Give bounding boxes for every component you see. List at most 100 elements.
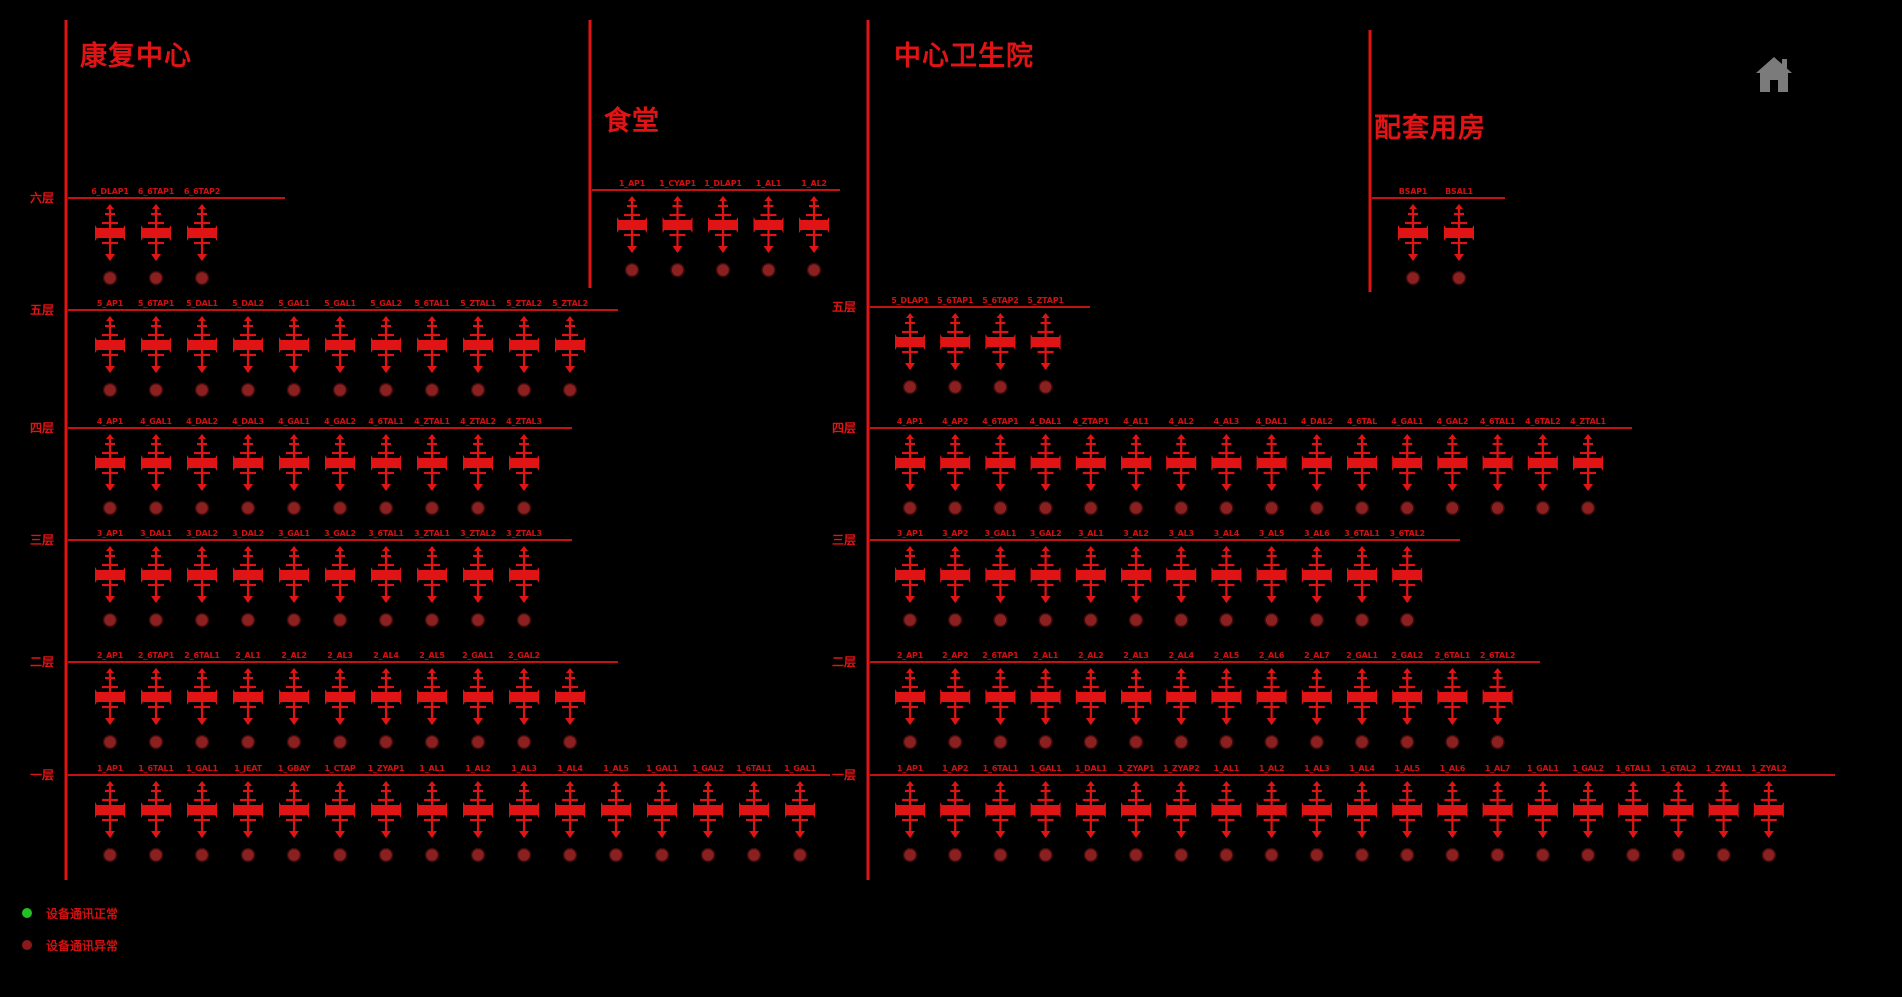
device-status-indicator[interactable] <box>1445 734 1460 750</box>
device-status-indicator[interactable] <box>378 612 394 628</box>
device-status-indicator[interactable] <box>1083 612 1099 628</box>
device-status-indicator[interactable] <box>1354 734 1370 750</box>
device-status-indicator[interactable] <box>792 847 808 863</box>
device-status-indicator[interactable] <box>1445 847 1460 863</box>
device-status-indicator[interactable] <box>1354 612 1370 628</box>
device-status-indicator[interactable] <box>1038 612 1053 628</box>
device-status-indicator[interactable] <box>1173 500 1189 516</box>
device-status-indicator[interactable] <box>670 262 685 278</box>
device-status-indicator[interactable] <box>1038 734 1053 750</box>
device-status-indicator[interactable] <box>470 847 486 863</box>
device-status-indicator[interactable] <box>332 500 348 516</box>
device-status-indicator[interactable] <box>1083 734 1099 750</box>
device-status-indicator[interactable] <box>516 847 532 863</box>
device-status-indicator[interactable] <box>332 847 348 863</box>
device-status-indicator[interactable] <box>286 612 302 628</box>
device-status-indicator[interactable] <box>378 500 394 516</box>
device-status-indicator[interactable] <box>947 612 963 628</box>
device-status-indicator[interactable] <box>1128 500 1144 516</box>
device-status-indicator[interactable] <box>516 612 532 628</box>
device-status-indicator[interactable] <box>1219 847 1234 863</box>
device-status-indicator[interactable] <box>148 734 164 750</box>
device-status-indicator[interactable] <box>1490 500 1505 516</box>
device-status-indicator[interactable] <box>240 734 256 750</box>
device-status-indicator[interactable] <box>102 612 118 628</box>
device-status-indicator[interactable] <box>1083 847 1099 863</box>
device-status-indicator[interactable] <box>1580 500 1596 516</box>
device-status-indicator[interactable] <box>194 847 210 863</box>
device-status-indicator[interactable] <box>993 734 1008 750</box>
device-status-indicator[interactable] <box>1128 612 1144 628</box>
device-status-indicator[interactable] <box>516 734 532 750</box>
device-status-indicator[interactable] <box>993 612 1008 628</box>
device-status-indicator[interactable] <box>102 270 118 286</box>
device-status-indicator[interactable] <box>902 847 918 863</box>
device-status-indicator[interactable] <box>1128 734 1144 750</box>
device-status-indicator[interactable] <box>194 382 210 398</box>
device-status-indicator[interactable] <box>332 612 348 628</box>
device-status-indicator[interactable] <box>1535 500 1551 516</box>
device-status-indicator[interactable] <box>286 847 302 863</box>
device-status-indicator[interactable] <box>1399 847 1415 863</box>
device-status-indicator[interactable] <box>424 612 440 628</box>
device-status-indicator[interactable] <box>562 734 578 750</box>
device-status-indicator[interactable] <box>1625 847 1641 863</box>
device-status-indicator[interactable] <box>148 270 164 286</box>
device-status-indicator[interactable] <box>194 270 210 286</box>
device-status-indicator[interactable] <box>1173 612 1189 628</box>
device-status-indicator[interactable] <box>332 734 348 750</box>
device-status-indicator[interactable] <box>148 847 164 863</box>
device-status-indicator[interactable] <box>902 612 918 628</box>
device-status-indicator[interactable] <box>1761 847 1777 863</box>
device-status-indicator[interactable] <box>148 500 164 516</box>
device-status-indicator[interactable] <box>424 382 440 398</box>
device-status-indicator[interactable] <box>424 734 440 750</box>
device-status-indicator[interactable] <box>1490 847 1505 863</box>
device-status-indicator[interactable] <box>1219 734 1234 750</box>
device-status-indicator[interactable] <box>240 500 256 516</box>
device-status-indicator[interactable] <box>993 847 1008 863</box>
device-status-indicator[interactable] <box>1219 500 1234 516</box>
device-status-indicator[interactable] <box>562 382 578 398</box>
device-status-indicator[interactable] <box>1399 734 1415 750</box>
device-status-indicator[interactable] <box>470 382 486 398</box>
device-status-indicator[interactable] <box>286 382 302 398</box>
device-status-indicator[interactable] <box>1716 847 1731 863</box>
device-status-indicator[interactable] <box>902 379 918 395</box>
device-status-indicator[interactable] <box>102 734 118 750</box>
device-status-indicator[interactable] <box>1399 500 1415 516</box>
device-status-indicator[interactable] <box>1309 612 1325 628</box>
device-status-indicator[interactable] <box>1264 847 1279 863</box>
device-status-indicator[interactable] <box>1264 500 1279 516</box>
device-status-indicator[interactable] <box>624 262 640 278</box>
device-status-indicator[interactable] <box>286 500 302 516</box>
device-status-indicator[interactable] <box>947 500 963 516</box>
device-status-indicator[interactable] <box>902 500 918 516</box>
device-status-indicator[interactable] <box>806 262 822 278</box>
device-status-indicator[interactable] <box>240 847 256 863</box>
device-status-indicator[interactable] <box>947 379 963 395</box>
device-status-indicator[interactable] <box>1451 270 1467 286</box>
device-status-indicator[interactable] <box>1580 847 1596 863</box>
device-status-indicator[interactable] <box>1264 734 1279 750</box>
device-status-indicator[interactable] <box>102 382 118 398</box>
device-status-indicator[interactable] <box>240 612 256 628</box>
device-status-indicator[interactable] <box>378 847 394 863</box>
device-status-indicator[interactable] <box>1083 500 1099 516</box>
device-status-indicator[interactable] <box>194 612 210 628</box>
device-status-indicator[interactable] <box>1535 847 1551 863</box>
device-status-indicator[interactable] <box>194 500 210 516</box>
device-status-indicator[interactable] <box>1309 734 1325 750</box>
device-status-indicator[interactable] <box>902 734 918 750</box>
device-status-indicator[interactable] <box>746 847 762 863</box>
device-status-indicator[interactable] <box>1173 734 1189 750</box>
home-icon[interactable] <box>1752 52 1796 96</box>
device-status-indicator[interactable] <box>715 262 731 278</box>
device-status-indicator[interactable] <box>1309 500 1325 516</box>
device-status-indicator[interactable] <box>1445 500 1460 516</box>
device-status-indicator[interactable] <box>1264 612 1279 628</box>
device-status-indicator[interactable] <box>562 847 578 863</box>
device-status-indicator[interactable] <box>993 379 1008 395</box>
device-status-indicator[interactable] <box>1354 500 1370 516</box>
device-status-indicator[interactable] <box>470 612 486 628</box>
